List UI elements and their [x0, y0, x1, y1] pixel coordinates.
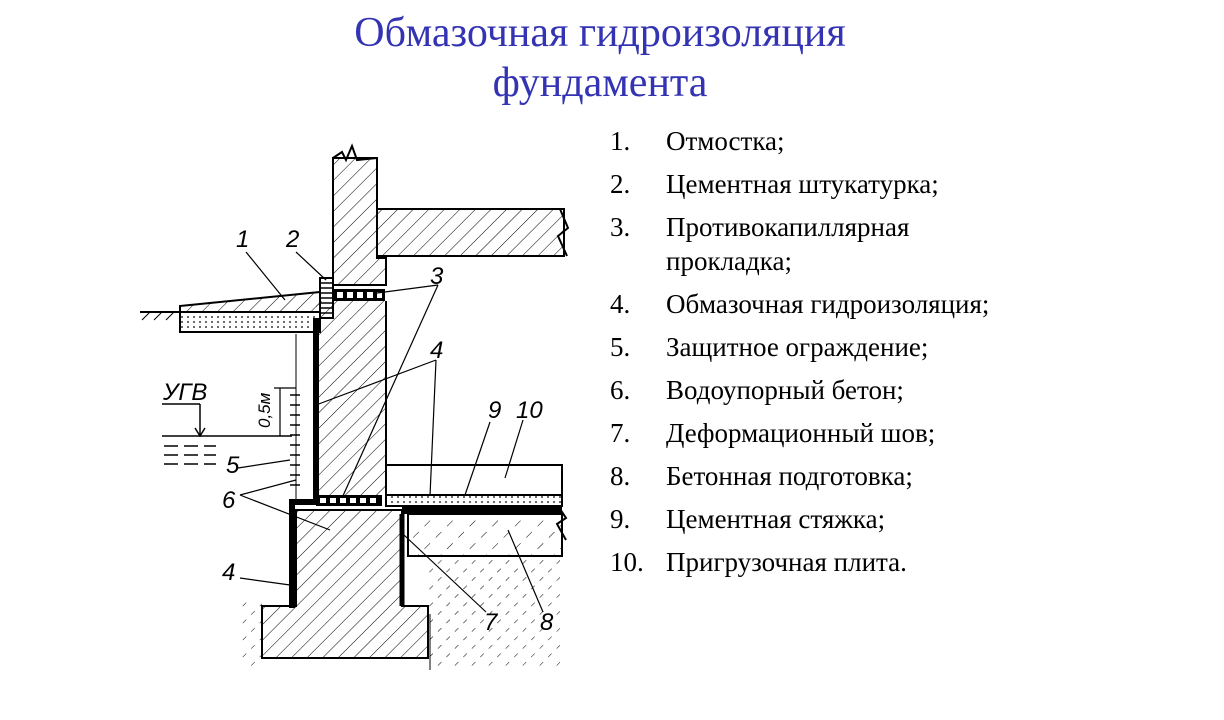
legend-item: 3.Противокапиллярная прокладка; [610, 212, 910, 276]
callout-9: 9 [488, 397, 501, 424]
callout-4-top: 4 [430, 337, 443, 364]
legend-item: 9.Цементная стяжка; [610, 504, 886, 534]
legend-item: 8.Бетонная подготовка; [610, 461, 913, 491]
callout-1: 1 [236, 226, 249, 253]
capillary-break-top [333, 289, 385, 301]
leader-lines [237, 251, 544, 613]
legend-item: 2.Цементная штукатурка; [610, 169, 939, 199]
capillary-break-bottom [316, 495, 382, 506]
callout-5: 5 [226, 452, 240, 479]
callout-2: 2 [285, 226, 299, 253]
wall-lower [316, 301, 387, 498]
dimension-line [274, 387, 296, 436]
slide-title: Обмазочная гидроизоляция фундамента [0, 8, 1200, 108]
callout-4-bottom: 4 [222, 559, 235, 586]
foundation-diagram: УГВ 0,5м 1 2 3 4 5 6 4 7 8 9 10 [140, 143, 570, 670]
floor-slab [376, 208, 570, 257]
ugv-label: УГВ [162, 379, 207, 406]
callout-3: 3 [430, 263, 444, 290]
legend-item: 5.Защитное ограждение; [610, 332, 929, 362]
legend-item: 7.Деформационный шов; [610, 418, 936, 448]
blind-area [140, 290, 321, 333]
groundwater-level [162, 403, 292, 465]
legend-item: 10.Пригрузочная плита. [610, 547, 907, 577]
dim-label: 0,5м [255, 392, 274, 428]
coating-waterproofing [289, 318, 319, 608]
callout-8: 8 [540, 609, 554, 636]
callout-7: 7 [484, 609, 499, 636]
legend-item: 6.Водоупорный бетон; [610, 375, 904, 405]
callout-10: 10 [516, 397, 543, 424]
legend-item: 1.Отмостка; [610, 126, 785, 156]
title-line-1: Обмазочная гидроизоляция [354, 10, 846, 56]
protective-barrier [290, 394, 300, 486]
title-line-2: фундамента [492, 60, 708, 106]
callout-6: 6 [222, 487, 236, 514]
legend-list: 1.Отмостка; 2.Цементная штукатурка; 3.Пр… [610, 124, 1020, 588]
legend-item: 4.Обмазочная гидроизоляция; [610, 289, 990, 319]
